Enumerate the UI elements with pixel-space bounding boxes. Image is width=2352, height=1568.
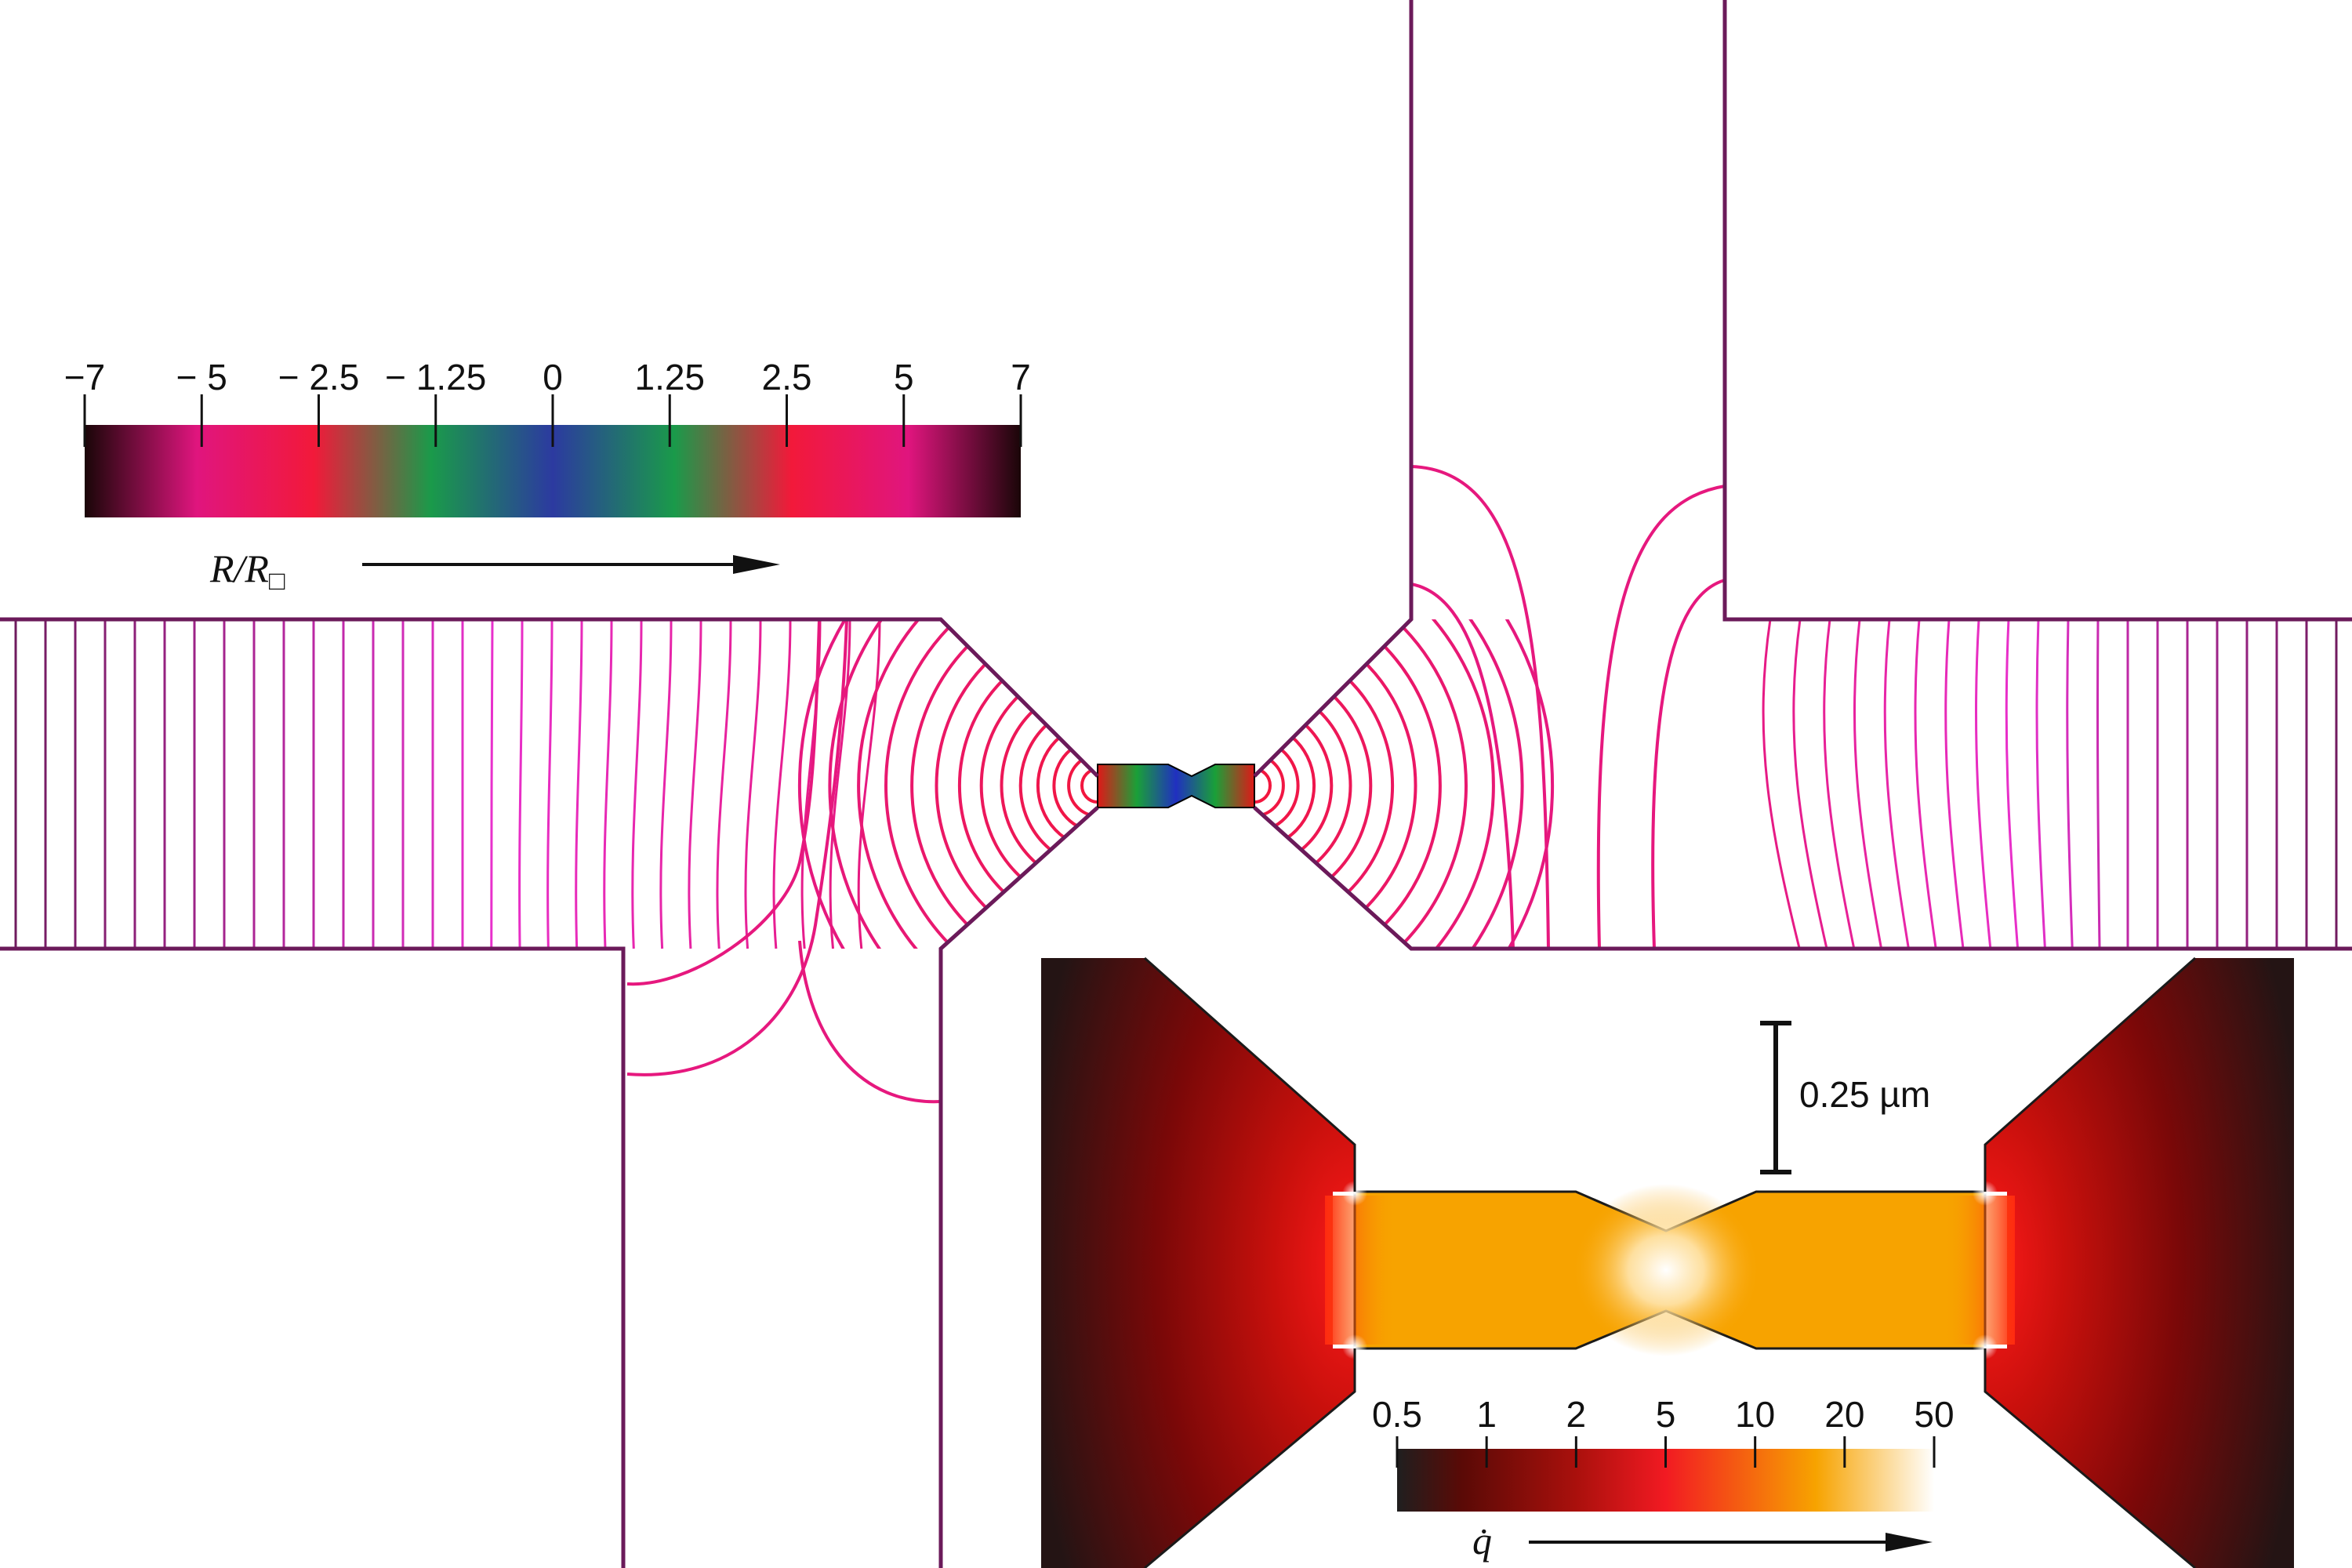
- right-lead-uniform-lines: [1762, 619, 2338, 949]
- heat-colorbar-tick-label: 0.5: [1372, 1394, 1422, 1435]
- equipotential-line: [518, 619, 524, 949]
- right-probe-lines: [1410, 465, 1726, 949]
- resistance-axis-label: R/R□: [209, 546, 285, 596]
- heat-colorbar-tick-label: 1: [1476, 1394, 1497, 1435]
- resistance-colorbar-tick-label: − 1.25: [385, 357, 486, 397]
- equipotential-arc: [857, 619, 1098, 949]
- upper-outline: [0, 0, 2352, 778]
- heat-corner-glow: [1973, 1334, 1998, 1359]
- equipotential-line: [1883, 619, 1910, 949]
- heat-colorbar-tick-label: 20: [1824, 1394, 1864, 1435]
- nanowire-constriction: [1097, 764, 1255, 808]
- equipotential-line: [716, 619, 732, 949]
- equipotential-line: [626, 619, 848, 1076]
- equipotential-line: [1762, 619, 1801, 949]
- equipotential-arc: [1254, 619, 1468, 949]
- equipotential-line: [2096, 619, 2101, 949]
- resistance-colorbar-tick-label: 2.5: [762, 357, 812, 397]
- heat-pad-outline: [1144, 956, 2196, 1568]
- equipotential-line: [2035, 619, 2046, 949]
- equipotential-arc: [884, 619, 1098, 949]
- heat-corner-glow: [1342, 1334, 1367, 1359]
- equipotential-line: [603, 619, 613, 949]
- equipotential-arc: [1254, 619, 1495, 949]
- equipotential-lines: [14, 465, 2338, 1104]
- heat-hotspot: [1572, 1184, 1760, 1356]
- equipotential-line: [1853, 619, 1883, 949]
- resistance-colorbar-tick-label: 7: [1011, 357, 1031, 397]
- heat-colorbar-ticks: [1396, 1436, 1936, 1468]
- equipotential-line: [1410, 465, 1550, 949]
- equipotential-line: [1823, 619, 1856, 949]
- scale-bar-label: 0.25 µm: [1799, 1074, 1930, 1115]
- equipotential-line: [1974, 619, 1992, 949]
- equipotential-line: [744, 619, 762, 949]
- equipotential-line: [1596, 485, 1726, 949]
- resistance-colorbar-tick-label: − 5: [176, 357, 227, 397]
- resistance-axis-subscript: □: [269, 567, 285, 596]
- equipotential-line: [1914, 619, 1937, 949]
- heat-right-pad: [1985, 958, 2294, 1568]
- heat-wire-left-edge: [1325, 1196, 1396, 1345]
- resistance-colorbar-tick-labels: −7 − 5 − 2.5 − 1.25 0 1.25 2.5 5 7: [64, 357, 1031, 397]
- heat-inset: 0.25 µm 0.5 1 2 5 10 20 50 q̇: [1041, 956, 2296, 1568]
- lower-outline: [0, 806, 2352, 1568]
- equipotential-arc: [1254, 619, 1524, 949]
- equipotential-arc: [828, 619, 1098, 949]
- equipotential-line: [626, 619, 821, 986]
- nanowire-body: [1097, 764, 1255, 808]
- resistance-axis-arrow-head: [733, 555, 780, 574]
- heat-axis-arrow-head: [1886, 1533, 1933, 1552]
- heat-colorbar-tick-label: 5: [1656, 1394, 1676, 1435]
- equipotential-line: [1944, 619, 1965, 949]
- equipotential-line: [1410, 583, 1515, 949]
- heat-colorbar-tick-label: 10: [1735, 1394, 1775, 1435]
- equipotential-line: [1651, 579, 1726, 949]
- heat-corner-glow: [1973, 1181, 1998, 1206]
- equipotential-line: [575, 619, 583, 949]
- resistance-colorbar-tick-label: −7: [64, 357, 105, 397]
- resistance-colorbar-tick-label: 1.25: [634, 357, 705, 397]
- equipotential-line: [2066, 619, 2074, 949]
- equipotential-line: [798, 940, 942, 1104]
- equipotential-line: [772, 619, 792, 949]
- equipotential-line: [659, 619, 673, 949]
- equipotential-line: [631, 619, 643, 949]
- heat-colorbar-tick-label: 2: [1566, 1394, 1587, 1435]
- heat-axis-label: q̇: [1472, 1519, 1492, 1563]
- resistance-colorbar-tick-label: 5: [894, 357, 914, 397]
- equipotential-line: [1792, 619, 1828, 949]
- resistance-colorbar-tick-label: − 2.5: [278, 357, 360, 397]
- heat-left-pad: [1041, 958, 1355, 1568]
- equipotential-line: [829, 619, 851, 949]
- heat-colorbar: 0.5 1 2 5 10 20 50 q̇: [1372, 1394, 1955, 1563]
- resistance-colorbar-tick-label: 0: [543, 357, 563, 397]
- heat-wire-right-edge: [1944, 1196, 2015, 1345]
- equipotential-line: [546, 619, 554, 949]
- heat-colorbar-tick-labels: 0.5 1 2 5 10 20 50: [1372, 1394, 1955, 1435]
- left-probe-lines: [626, 619, 942, 1104]
- equipotential-line: [2005, 619, 2020, 949]
- resistance-colorbar-ticks: [83, 394, 1022, 447]
- resistance-colorbar: −7 − 5 − 2.5 − 1.25 0 1.25 2.5 5 7 R/R□: [64, 357, 1031, 596]
- equipotential-line: [688, 619, 702, 949]
- equipotential-line: [857, 619, 881, 949]
- left-lead-uniform-lines: [14, 619, 881, 949]
- scale-bar: 0.25 µm: [1760, 1021, 1930, 1174]
- heat-corner-glow: [1342, 1181, 1367, 1206]
- heat-colorbar-tick-label: 50: [1914, 1394, 1954, 1435]
